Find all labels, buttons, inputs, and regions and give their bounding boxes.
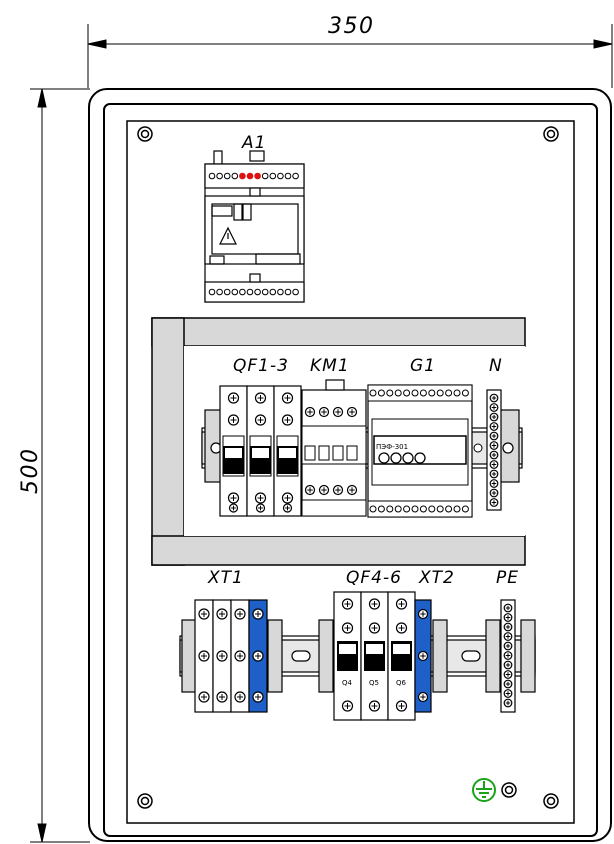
terminal-block-xt1 [194, 599, 268, 713]
width-dimension-label: 350 [328, 14, 375, 39]
breaker-label-q6: Q6 [396, 679, 407, 687]
enclosure-outer [88, 88, 612, 842]
label-pe: PE [496, 568, 519, 588]
mounting-plate [126, 120, 575, 824]
relay-g1 [367, 384, 473, 518]
label-g1: G1 [410, 356, 436, 376]
width-dimension [87, 24, 613, 88]
ground-symbol-icon [472, 778, 496, 802]
screw-icon [137, 126, 559, 809]
label-xt2: XT2 [419, 568, 455, 588]
contactor-km1 [301, 379, 367, 517]
height-dimension-label: 500 [18, 447, 43, 495]
terminal-block-xt2 [414, 599, 432, 713]
cable-duct-upper [151, 317, 526, 566]
pe-bus [500, 599, 516, 713]
breakers-qf1-3 [219, 385, 302, 517]
enclosure-inner [103, 103, 598, 837]
breakers-qf4-6 [333, 591, 416, 721]
breaker-label-q4: Q4 [342, 679, 353, 687]
breaker-label-q5: Q5 [369, 679, 379, 687]
height-dimension [30, 88, 90, 843]
label-qf4-6: QF4-6 [346, 568, 402, 588]
label-a1: A1 [242, 133, 267, 153]
neutral-bus [473, 389, 502, 511]
g1-model-text: ПЭФ-301 [376, 443, 408, 451]
device-a1 [204, 150, 305, 303]
label-xt1: XT1 [208, 568, 244, 588]
warning-triangle-icon [219, 226, 237, 245]
label-qf1-3: QF1-3 [233, 356, 289, 376]
label-n: N [489, 356, 503, 376]
label-km1: KM1 [310, 356, 350, 376]
